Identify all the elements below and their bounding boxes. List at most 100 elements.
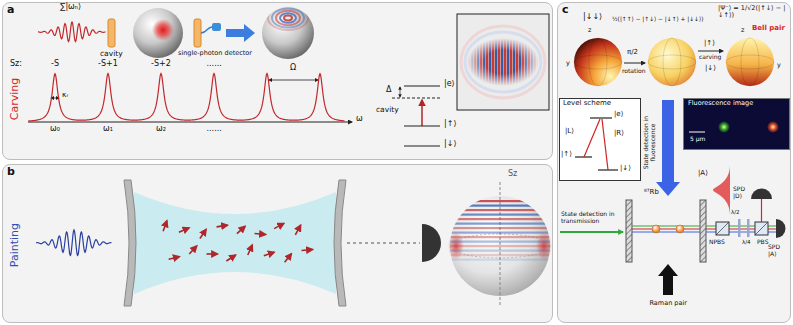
rotation-arrow — [624, 63, 645, 64]
figure-label: -S+1 — [98, 60, 118, 69]
inset-stripe — [483, 30, 486, 94]
energy-level — [590, 117, 612, 118]
figure-label: y — [777, 62, 781, 69]
width-arrow — [51, 98, 59, 99]
cavity-mirror — [124, 180, 136, 306]
wave-plate — [738, 219, 741, 237]
figure-label: Δ — [386, 86, 391, 95]
figure-label: single-photon detector — [178, 50, 252, 57]
figure-panel: cLevel schemeFluorescence image5 μm — [557, 2, 791, 323]
cavity-mode — [134, 192, 336, 294]
beam — [632, 231, 700, 232]
fluorescence-arrow — [656, 100, 680, 196]
atom — [652, 225, 660, 233]
spin-arrow — [237, 226, 245, 233]
inset-stripe — [513, 30, 516, 94]
equator — [450, 234, 550, 258]
figure-label: z — [588, 27, 591, 34]
spin-arrow — [200, 229, 206, 238]
interference-stripe — [450, 250, 550, 252]
figure-label: State detection in transmission — [561, 211, 623, 224]
fiber — [201, 27, 212, 33]
figure-label: |L⟩ — [565, 128, 574, 136]
cavity-mirror — [334, 180, 346, 306]
figure-label: |↓⟩ — [444, 140, 457, 149]
spin-arrow — [264, 252, 274, 256]
atom-spot — [718, 121, 730, 133]
equator — [574, 55, 622, 69]
interference-stripe — [450, 245, 550, 247]
transition-line — [602, 119, 608, 170]
figure-label: ...... — [207, 60, 222, 69]
cavity-mirror — [626, 200, 632, 262]
node-heading: Fluorescence image — [688, 100, 753, 107]
energy-level — [404, 85, 440, 86]
panel-ground — [3, 3, 553, 160]
beam — [632, 225, 700, 226]
interference-stripe — [450, 227, 550, 229]
inset-stripe — [501, 30, 504, 94]
figure-label: ∑|ωₙ⟩ — [60, 3, 81, 12]
spin-arrow — [248, 245, 252, 255]
inset-stripe — [516, 30, 519, 94]
figure-label: |↓↓⟩ — [583, 13, 602, 22]
interference-stripe — [450, 214, 550, 216]
figure-label: Raman pair — [650, 300, 687, 307]
bloch-sphere — [262, 7, 314, 59]
inset-box: Fluorescence image5 μm — [683, 98, 790, 150]
figure-label: κᵣ — [62, 91, 68, 99]
panel-ground — [3, 165, 553, 323]
figure-label: |R⟩ — [614, 130, 624, 138]
figure-label: ω₂ — [156, 125, 166, 134]
inset-stripe — [477, 30, 480, 94]
figure-label: |↓⟩ — [620, 165, 631, 173]
spin-arrow — [285, 254, 292, 263]
inset-stripe — [537, 30, 540, 94]
meridian — [589, 38, 607, 86]
detector-symbol — [751, 189, 772, 200]
detector-symbol — [776, 219, 786, 238]
figure-label: Ω — [290, 64, 296, 73]
wave-plate — [747, 219, 750, 237]
inset-stripe — [474, 30, 477, 94]
cavity-mirror — [700, 200, 706, 262]
sphere-stripes — [450, 200, 550, 261]
inset-stripe — [495, 30, 498, 94]
cavity-mirror — [108, 19, 115, 47]
inset-stripes — [465, 30, 543, 94]
figure-label: Sz — [508, 170, 517, 179]
energy-level — [404, 125, 440, 126]
inset-stripe — [465, 30, 468, 94]
equator — [648, 55, 696, 69]
interference-stripe — [450, 241, 550, 243]
raman-arrow — [658, 264, 678, 295]
image-ground — [683, 98, 790, 150]
figure-label: |e⟩ — [444, 80, 455, 89]
sphere-rings — [268, 6, 308, 30]
figure-label: |↑⟩ — [561, 151, 572, 159]
inset-stripe — [492, 30, 495, 94]
figure-label: carving — [699, 54, 721, 61]
figure-label: Sz: — [10, 60, 22, 69]
beam-splitter — [716, 222, 729, 235]
figure-panel: aCarving — [2, 2, 553, 160]
spin-arrow — [207, 253, 218, 255]
interference-ring — [268, 6, 308, 30]
figure-label: cavity — [376, 106, 399, 114]
inset-stripe — [489, 30, 492, 94]
detector-symbol — [212, 23, 221, 31]
figure-label: Bell pair — [752, 25, 785, 33]
figure-label: rotation — [622, 68, 646, 75]
spin-arrow — [255, 233, 266, 236]
figure-label: SPD |D⟩ — [733, 186, 751, 199]
interference-stripe — [450, 218, 550, 220]
figure-label: -S — [51, 60, 59, 69]
inset-stripe — [486, 30, 489, 94]
splitter-face — [755, 222, 768, 235]
interference-stripe — [450, 232, 550, 234]
inset-stripe — [498, 30, 501, 94]
wigner-inset — [457, 14, 549, 110]
inset-stripe — [468, 30, 471, 94]
